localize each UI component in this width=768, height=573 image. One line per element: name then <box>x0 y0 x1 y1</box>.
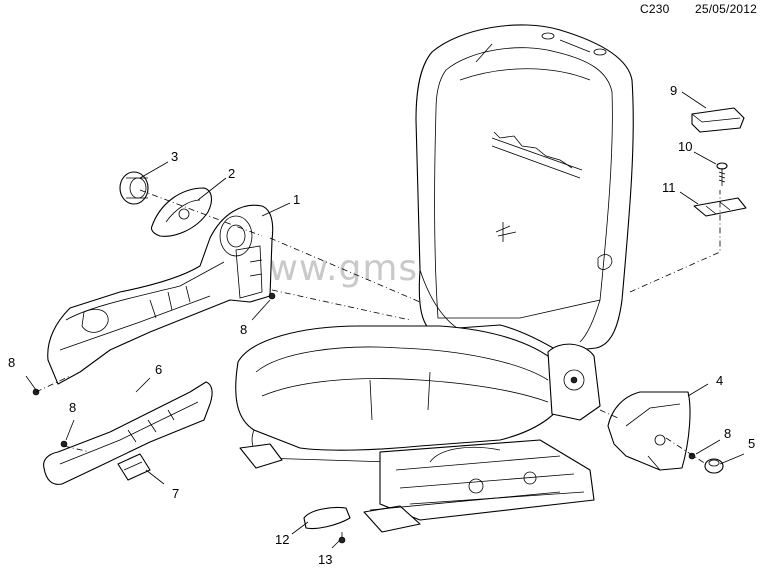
callout-7: 7 <box>172 486 180 501</box>
part-12-lever <box>303 506 351 530</box>
part-3-knob <box>119 171 149 205</box>
part-6-lower-trim <box>43 381 213 485</box>
callout-8-right: 8 <box>724 426 732 441</box>
diagram-code: C230 <box>640 2 670 16</box>
part-5-cap <box>704 458 724 474</box>
callout-2: 2 <box>228 166 236 181</box>
seat-backrest <box>415 24 634 353</box>
part-2-handle <box>150 187 213 237</box>
callout-4: 4 <box>716 373 724 388</box>
seat-cushion <box>235 325 601 533</box>
part-4-side-cover <box>607 391 691 471</box>
fasteners <box>32 292 696 544</box>
callout-12: 12 <box>275 532 290 547</box>
callout-8-left: 8 <box>8 355 16 370</box>
callout-13: 13 <box>318 552 333 567</box>
callout-8-lower: 8 <box>69 400 77 415</box>
callout-6: 6 <box>155 362 163 377</box>
part-10-screw <box>716 162 728 186</box>
part-9-cover <box>691 107 745 133</box>
callout-3: 3 <box>171 149 179 164</box>
callout-11: 11 <box>662 180 676 195</box>
callout-9: 9 <box>670 83 678 98</box>
callout-10: 10 <box>678 139 693 154</box>
callout-5: 5 <box>748 436 756 451</box>
part-1-side-trim <box>47 204 274 385</box>
diagram-date: 25/05/2012 <box>695 2 758 16</box>
callout-8-upper: 8 <box>240 322 248 337</box>
callout-1: 1 <box>293 192 301 207</box>
part-7-clip <box>117 453 151 481</box>
assembly-lines <box>35 189 721 465</box>
leader-lines <box>25 91 745 549</box>
